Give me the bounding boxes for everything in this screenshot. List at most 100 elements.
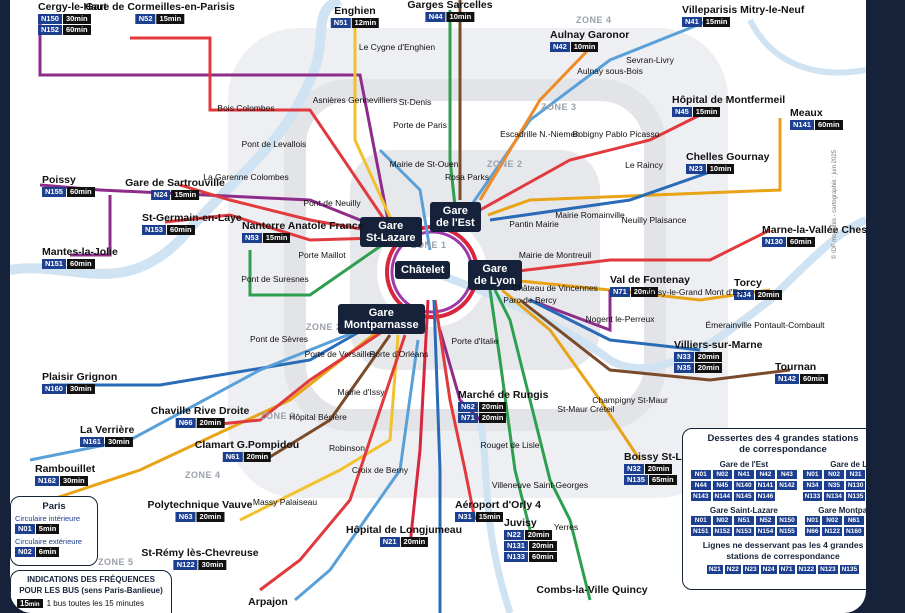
stop-label[interactable]: Mairie de St-Ouen xyxy=(389,159,459,169)
stop-label[interactable]: Pont de Suresnes xyxy=(241,274,309,284)
line-chip: N35 xyxy=(824,481,844,490)
stop-label[interactable]: Parc de Bercy xyxy=(503,295,557,305)
frequency: 20min xyxy=(644,464,673,474)
stop-label[interactable]: Émerainville Pontault-Combault xyxy=(705,320,825,330)
stop-label[interactable]: Champigny St-Maur xyxy=(592,395,668,405)
stop-label[interactable]: Mairie Romainville xyxy=(555,210,625,220)
terminal-name: Chelles Gournay xyxy=(686,151,770,163)
line-N130 xyxy=(509,228,771,274)
terminal-combs[interactable]: Combs-la-Ville Quincy xyxy=(536,585,647,596)
stop-label[interactable]: St-Denis xyxy=(398,97,432,107)
line-code: N34 xyxy=(734,290,754,300)
stop-label[interactable]: Rouget de Lisle xyxy=(480,440,540,450)
stop-label[interactable]: Pantin Mairie xyxy=(509,219,559,229)
stop-label[interactable]: Porte de Paris xyxy=(393,120,447,130)
frequency: 20min xyxy=(400,537,429,547)
stop-label[interactable]: Rosa Parks xyxy=(445,172,489,182)
terminal-marnevallee[interactable]: Marne-la-Vallée ChessyN13060min xyxy=(762,225,866,247)
stop-label[interactable]: Villeneuve Saint-Georges xyxy=(491,480,589,490)
stop-label[interactable]: Neuilly Plaisance xyxy=(621,215,687,225)
line-chip: N145 xyxy=(734,492,754,501)
hub-chatelet[interactable]: Châtelet xyxy=(395,261,451,279)
line-chip: N130 xyxy=(845,481,866,490)
line-chip: N23 xyxy=(742,565,759,574)
stop-label[interactable]: St-Maur Créteil xyxy=(557,404,615,414)
stop-label[interactable]: Hôpital Bécière xyxy=(289,412,347,422)
line-code: N71 xyxy=(458,413,478,423)
stop-label[interactable]: Bobigny Pablo Picasso xyxy=(572,129,660,139)
stop-label[interactable]: Château de Vincennes xyxy=(512,283,598,293)
stop-label[interactable]: La Garenne Colombes xyxy=(203,172,289,182)
stop-label[interactable]: Porte Maillot xyxy=(298,250,346,260)
stop-label[interactable]: Pont de Sèvres xyxy=(249,334,309,344)
zone-2-label: ZONE 2 xyxy=(487,159,523,169)
stop-label[interactable]: Le Raincy xyxy=(625,160,663,170)
stop-label[interactable]: Croix de Berny xyxy=(351,465,409,475)
frequency: 60min xyxy=(786,237,815,247)
stop-label[interactable]: Mairie d'Issy xyxy=(337,387,385,397)
stop-label[interactable]: Sevran-Livry xyxy=(626,55,674,65)
stop-label[interactable]: Aulnay sous-Bois xyxy=(577,66,643,76)
stop-label[interactable]: Asnières Gennevilliers xyxy=(312,95,398,105)
stop-label[interactable]: Mairie de Montreuil xyxy=(518,250,592,260)
stop-label[interactable]: Bois Colombes xyxy=(217,103,275,113)
stop-label[interactable]: Pont de Levallois xyxy=(241,139,307,149)
line-code: N35 xyxy=(674,363,694,373)
stop-label[interactable]: Porte d'Orléans xyxy=(369,349,429,359)
terminal-arpajon[interactable]: Arpajon xyxy=(248,597,288,608)
stop-label[interactable]: Le Cygne d'Enghien xyxy=(358,42,436,52)
stop-label[interactable]: Robinson xyxy=(329,443,365,453)
stop-label[interactable]: Nogent le-Perreux xyxy=(585,314,655,324)
paris-inner-label: Circulaire intérieure xyxy=(15,514,81,523)
stop-label[interactable]: Porte d'Italie xyxy=(451,336,499,346)
frequency: 20min xyxy=(478,413,507,423)
frequency: 15min xyxy=(262,233,291,243)
stop-label[interactable]: Massy Palaiseau xyxy=(252,497,318,507)
stop-label[interactable]: Escadrille N.-Niemen xyxy=(500,129,580,139)
stop-label[interactable]: Pont de Neuilly xyxy=(303,198,361,208)
line-code: N61 xyxy=(222,452,243,462)
stop-label[interactable]: Noisy-le-Grand Mont d'Est xyxy=(645,287,745,297)
stop-label[interactable]: Porte de Versailles xyxy=(304,349,376,359)
stop-label[interactable]: Yerres xyxy=(553,522,579,532)
